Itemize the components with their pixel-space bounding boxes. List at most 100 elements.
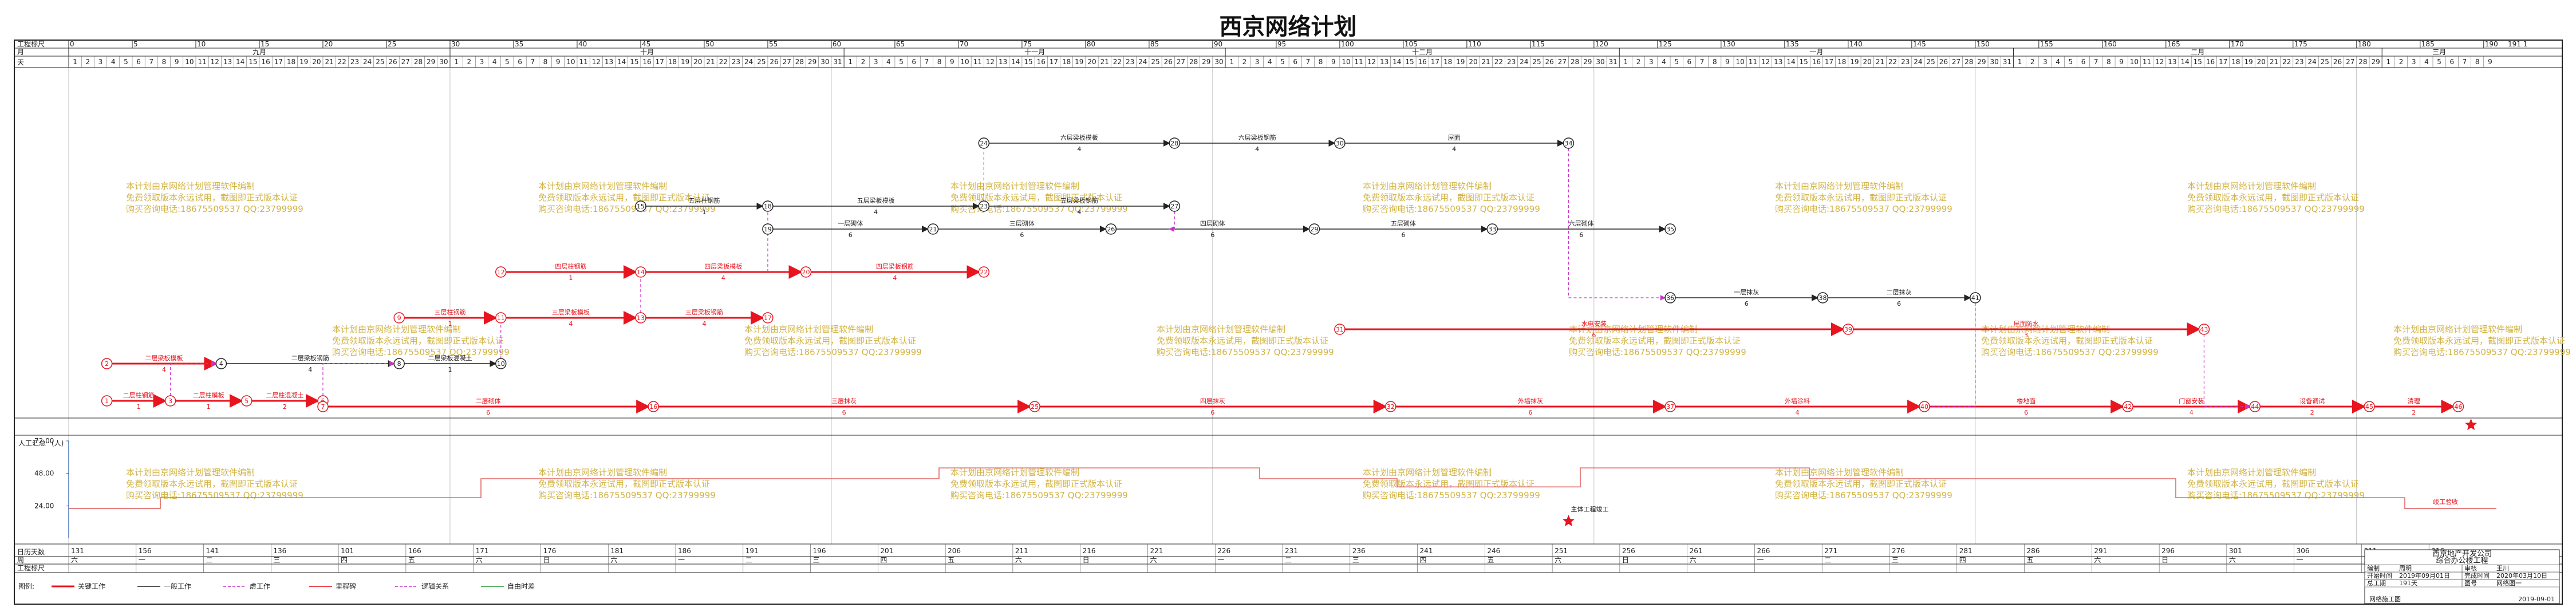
day-label: 13 [605,58,613,66]
day-label: 4 [886,58,891,66]
activity-label: 四层梁板模板 [704,262,742,270]
watermark-line2: 免费领取版本永远试用，截图即正式版本认证 [2393,336,2565,346]
day-label: 23 [1126,58,1134,66]
event-node [1334,324,1346,335]
day-label: 25 [757,58,766,66]
calendar-tick-label: 141 [206,547,219,555]
event-node [101,358,113,369]
event-node [978,266,990,278]
event-node [1664,223,1676,235]
event-node [635,200,646,212]
day-label: 26 [1545,58,1554,66]
week-row-label: 周 [17,556,24,564]
event-node [1334,137,1346,149]
day-label: 24 [363,58,372,66]
watermark-line2: 免费领取版本永远试用，截图即正式版本认证 [1775,479,1947,489]
day-label: 4 [492,58,497,66]
day-label: 14 [236,58,244,66]
day-label: 22 [338,58,346,66]
calendar-tick-label: 251 [1555,547,1568,555]
event-node-number: 35 [1666,226,1674,233]
day-label: 5 [2069,58,2073,66]
title-block-key: 编制 [2367,564,2380,572]
day-label: 10 [566,58,575,66]
day-label: 12 [211,58,219,66]
event-node [2249,401,2261,412]
watermark-line2: 免费领取版本永远试用，截图即正式版本认证 [538,479,710,489]
day-label: 7 [149,58,153,66]
event-node-number: 25 [1031,403,1039,411]
event-node [762,223,774,235]
activity-duration: 4 [1452,145,1456,153]
week-mark: 六 [476,556,483,564]
week-mark: 日 [1622,556,1629,564]
day-label: 4 [1662,58,1666,66]
day-label: 1 [2386,58,2390,66]
week-mark: 三 [1352,556,1359,564]
watermark-line3: 购买咨询电话:18675509537 QQ:23799999 [1981,347,2159,357]
activity-duration: 6 [1401,231,1405,239]
duration-tick-label: 150 [1977,40,1990,48]
logic-link [1568,143,1666,301]
event-node [1843,324,1854,335]
activity-label: 六层砌体 [1569,219,1594,227]
watermark-line3: 购买咨询电话:18675509537 QQ:23799999 [2187,490,2365,500]
calendar-tick-label: 221 [1150,547,1163,555]
event-node [1486,223,1498,235]
event-node [978,200,990,212]
week-mark: 日 [543,556,550,564]
logic-link [1918,298,1976,409]
day-label: 7 [1700,58,1705,66]
event-node-number: 9 [397,314,401,322]
event-node-number: 15 [637,203,645,210]
day-label: 22 [719,58,728,66]
day-label: 31 [833,58,842,66]
day-label: 12 [986,58,995,66]
watermark-line1: 本计划由京网络计划管理软件编制 [1157,324,1285,334]
resource-tick: 72.00 [34,437,54,445]
title-block-project: 综合办公楼工程 [2436,557,2488,565]
event-node-number: 10 [497,360,505,368]
activity-label: 外墙抹灰 [1518,397,1543,405]
duration-tick-label: 120 [1595,40,1608,48]
day-label: 1 [1229,58,1234,66]
day-label: 20 [693,58,702,66]
watermark-line3: 购买咨询电话:18675509537 QQ:23799999 [1363,204,1540,214]
duration-tick-label: 135 [1786,40,1799,48]
day-label: 1 [2018,58,2022,66]
week-mark: 三 [813,556,820,564]
calendar-tick-label: 246 [1487,547,1500,555]
day-label: 11 [1749,58,1757,66]
title-block-company: 西京地产开发公司 [2432,549,2492,558]
day-label: 21 [1482,58,1490,66]
activity-duration: 4 [1255,145,1259,153]
activity-label: 四层柱钢筋 [555,262,586,270]
activity-duration: 2 [2412,409,2416,416]
duration-tick-label: 140 [1849,40,1863,48]
event-node [1664,292,1676,304]
watermark-line2: 免费领取版本永远试用，截图即正式版本认证 [1775,192,1947,203]
day-label: 30 [1214,58,1223,66]
milestone-label: 主体工程竣工 [1571,505,1608,513]
activity-duration: 6 [1745,300,1749,308]
calendar-tick-label: 196 [813,547,826,555]
day-label: 26 [388,58,397,66]
activity-duration: 1 [137,403,141,411]
watermark-line1: 本计划由京网络计划管理软件编制 [950,467,1079,478]
duration-tick-label: 65 [896,40,905,48]
duration-tick-label: 55 [769,40,778,48]
watermark-line1: 本计划由京网络计划管理软件编制 [126,467,255,478]
activity-duration: 6 [1579,231,1583,239]
event-node [800,266,812,278]
duration-tick-label: 20 [324,40,333,48]
day-label: 9 [175,58,179,66]
day-label: 24 [1914,58,1922,66]
day-label: 16 [1418,58,1427,66]
day-label: 5 [1674,58,1679,66]
event-node [1384,401,1397,412]
week-mark: 日 [2161,556,2168,564]
day-label: 30 [1596,58,1604,66]
week-mark: 五 [948,556,954,564]
